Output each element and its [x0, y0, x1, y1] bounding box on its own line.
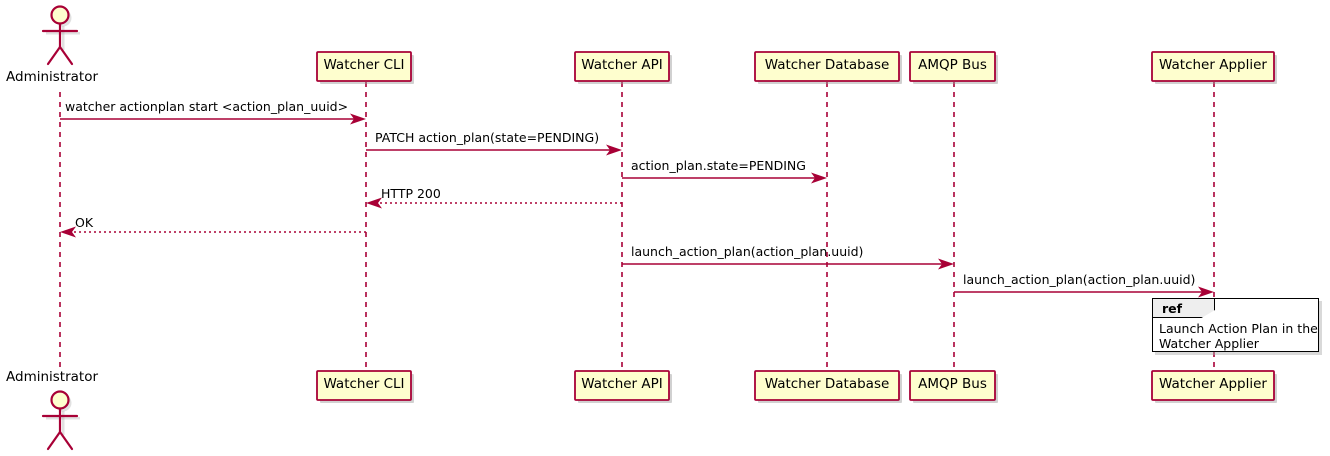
participant-label-bottom-amqp-bus: AMQP Bus — [918, 376, 987, 392]
message-arrow-3 — [622, 172, 827, 184]
message-label-5: OK — [75, 215, 94, 230]
participant-box-bottom-watcher-applier[interactable] — [1151, 370, 1275, 401]
message-arrow-4 — [366, 197, 622, 209]
participant-box-top-amqp-bus[interactable] — [909, 51, 996, 82]
message-label-6: launch_action_plan(action_plan.uuid) — [631, 244, 864, 259]
actor-head-bottom — [50, 390, 70, 410]
message-label-3: action_plan.state=PENDING — [631, 158, 806, 173]
participant-label-top-watcher-applier: Watcher Applier — [1159, 57, 1267, 73]
participant-boxes-bottom — [316, 370, 1277, 403]
participant-box-bottom-watcher-api[interactable] — [574, 370, 670, 401]
ref-body-line-2: Watcher Applier — [1159, 336, 1259, 351]
actor-label-top: Administrator — [6, 69, 99, 85]
message-label-7: launch_action_plan(action_plan.uuid) — [963, 272, 1196, 287]
actor-leg-right-top — [58, 45, 74, 66]
participant-box-top-watcher-api[interactable] — [574, 51, 670, 82]
ref-body-line-1: Launch Action Plan in the — [1159, 321, 1318, 336]
participant-box-top-watcher-applier[interactable] — [1151, 51, 1275, 82]
participant-box-top-watcher-cli[interactable] — [316, 51, 412, 82]
message-label-4: HTTP 200 — [381, 186, 441, 201]
participant-label-bottom-watcher-api: Watcher API — [581, 376, 663, 392]
message-arrow-1 — [60, 113, 366, 125]
participant-box-top-watcher-database[interactable] — [754, 51, 900, 82]
message-arrow-2 — [366, 144, 622, 156]
message-label-1: watcher actionplan start <action_plan_uu… — [65, 99, 349, 114]
participant-label-top-watcher-api: Watcher API — [581, 57, 663, 73]
participant-box-bottom-watcher-cli[interactable] — [316, 370, 412, 401]
actor-leg-right-bottom — [58, 430, 74, 451]
participant-label-bottom-watcher-cli: Watcher CLI — [323, 376, 405, 392]
actor-head-top — [50, 5, 70, 25]
participant-label-top-watcher-cli: Watcher CLI — [323, 57, 405, 73]
participant-boxes-top — [316, 51, 1277, 84]
participant-label-top-watcher-database: Watcher Database — [764, 57, 890, 73]
ref-tab-shape — [1153, 299, 1215, 318]
actor-figure-bottom[interactable] — [41, 390, 80, 451]
actor-label-bottom: Administrator — [6, 369, 99, 385]
participant-box-bottom-amqp-bus[interactable] — [909, 370, 996, 401]
message-label-2: PATCH action_plan(state=PENDING) — [375, 130, 600, 145]
participant-label-bottom-watcher-database: Watcher Database — [764, 376, 890, 392]
ref-fragment[interactable]: ref Launch Action Plan in the Watcher Ap… — [1152, 298, 1319, 352]
message-arrow-7 — [954, 286, 1214, 298]
ref-tab-label: ref — [1162, 301, 1183, 316]
actor-figure-top[interactable] — [41, 5, 80, 66]
participant-box-bottom-watcher-database[interactable] — [754, 370, 900, 401]
participant-label-bottom-watcher-applier: Watcher Applier — [1159, 376, 1267, 392]
actor-leg-left-top — [46, 45, 62, 66]
message-arrow-5 — [60, 226, 366, 238]
message-arrow-6 — [622, 258, 954, 270]
participant-label-top-amqp-bus: AMQP Bus — [918, 57, 987, 73]
actor-leg-left-bottom — [46, 430, 62, 451]
lifelines — [59, 82, 1215, 368]
